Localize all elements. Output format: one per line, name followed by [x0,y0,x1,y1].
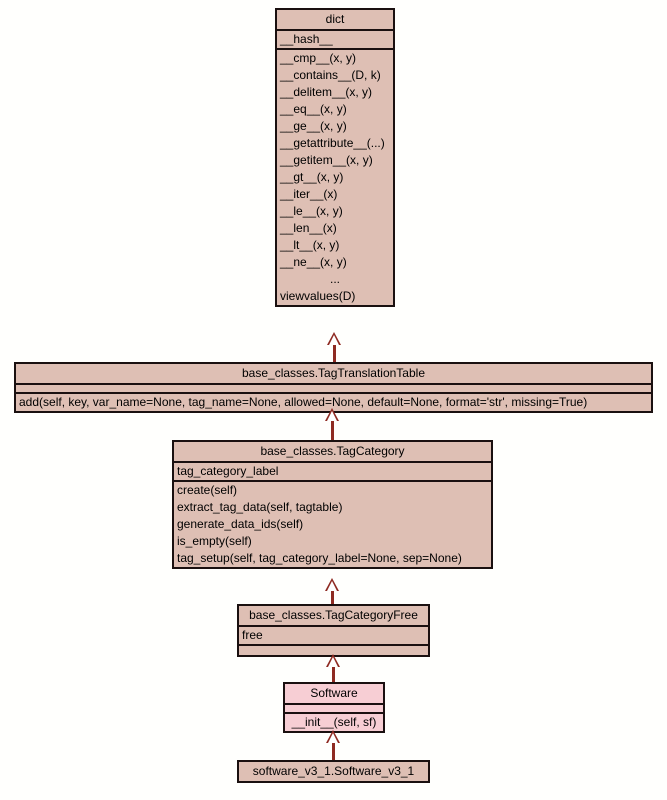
class-title-compartment: base_classes.TagTranslationTable [16,364,651,385]
generalization-arrow-tagcategory-to-tagtranslationtable [325,408,339,421]
class-title-compartment: Software [285,684,383,705]
class-name-dict: dict [325,12,345,26]
class-title-compartment: software_v3_1.Software_v3_1 [239,762,428,781]
class-attributes-compartment: free [239,627,428,646]
generalization-stem-tagcategory-to-tagtranslationtable [331,421,334,441]
arrow-inner-fill [327,581,337,591]
class-attributes-compartment: tag_category_label [174,463,491,482]
method-row: add(self, key, var_name=None, tag_name=N… [19,395,588,409]
method-row: extract_tag_data(self, tagtable) [177,500,343,514]
attribute-row: tag_category_label [177,464,279,478]
generalization-arrow-tagcategoryfree-to-tagcategory [325,578,339,591]
uml-class-tagtranslationtable[interactable]: base_classes.TagTranslationTable add(sel… [14,362,653,413]
generalization-stem-software-to-tagcategoryfree [332,667,335,683]
uml-class-tagcategory[interactable]: base_classes.TagCategory tag_category_la… [172,440,493,569]
method-row: __eq__(x, y) [280,102,347,116]
method-row: __cmp__(x, y) [280,51,357,65]
class-methods-compartment: __cmp__(x, y) __contains__(D, k) __delit… [277,50,393,305]
method-row: create(self) [177,483,238,497]
generalization-stem-tagtranslationtable-to-dict [333,345,336,363]
method-row: __gt__(x, y) [280,170,344,184]
method-row: __getitem__(x, y) [280,153,373,167]
class-methods-compartment: __init__(self, sf) [285,714,383,731]
class-attributes-compartment: __hash__ [277,31,393,50]
attribute-row: free [242,628,263,642]
method-row: __getattribute__(...) [280,136,385,150]
attribute-row: __hash__ [280,32,333,46]
class-name-tagcategoryfree: base_classes.TagCategoryFree [249,608,418,622]
method-row: __lt__(x, y) [280,238,340,252]
uml-class-software[interactable]: Software __init__(self, sf) [283,682,385,733]
class-name-tagtranslationtable: base_classes.TagTranslationTable [242,366,425,380]
method-row: __ne__(x, y) [280,255,347,269]
generalization-arrow-softwarev31-to-software [326,730,340,743]
arrow-inner-fill [327,411,337,421]
class-title-compartment: dict [277,10,393,31]
generalization-stem-softwarev31-to-software [332,743,335,760]
class-name-softwarev31: software_v3_1.Software_v3_1 [252,764,415,778]
class-attributes-compartment-empty [285,705,383,714]
method-row-ellipsis: ... [329,272,340,286]
method-row: tag_setup(self, tag_category_label=None,… [177,551,462,565]
method-row: __delitem__(x, y) [280,85,373,99]
method-row: __len__(x) [280,221,337,235]
class-name-tagcategory: base_classes.TagCategory [260,444,405,458]
class-name-software: Software [310,686,358,700]
generalization-stem-tagcategoryfree-to-tagcategory [331,591,334,605]
method-row: __ge__(x, y) [280,119,347,133]
method-row: __le__(x, y) [280,204,343,218]
arrow-inner-fill [329,335,339,345]
arrow-inner-fill [328,657,338,667]
class-attributes-compartment-empty [16,385,651,394]
method-row: viewvalues(D) [280,289,356,303]
uml-class-softwarev31[interactable]: software_v3_1.Software_v3_1 [237,760,430,783]
class-methods-compartment: create(self) extract_tag_data(self, tagt… [174,482,491,567]
class-title-compartment: base_classes.TagCategoryFree [239,606,428,627]
method-row: __iter__(x) [280,187,338,201]
generalization-arrow-software-to-tagcategoryfree [326,654,340,667]
method-row: __init__(self, sf) [291,715,377,729]
uml-class-dict[interactable]: dict __hash__ __cmp__(x, y) __contains__… [275,8,395,307]
method-row: __contains__(D, k) [280,68,381,82]
method-row: generate_data_ids(self) [177,517,304,531]
class-methods-compartment: add(self, key, var_name=None, tag_name=N… [16,394,651,411]
arrow-inner-fill [328,733,338,743]
class-title-compartment: base_classes.TagCategory [174,442,491,463]
method-row: is_empty(self) [177,534,252,548]
generalization-arrow-tagtranslationtable-to-dict [327,332,341,345]
uml-class-tagcategoryfree[interactable]: base_classes.TagCategoryFree free [237,604,430,657]
